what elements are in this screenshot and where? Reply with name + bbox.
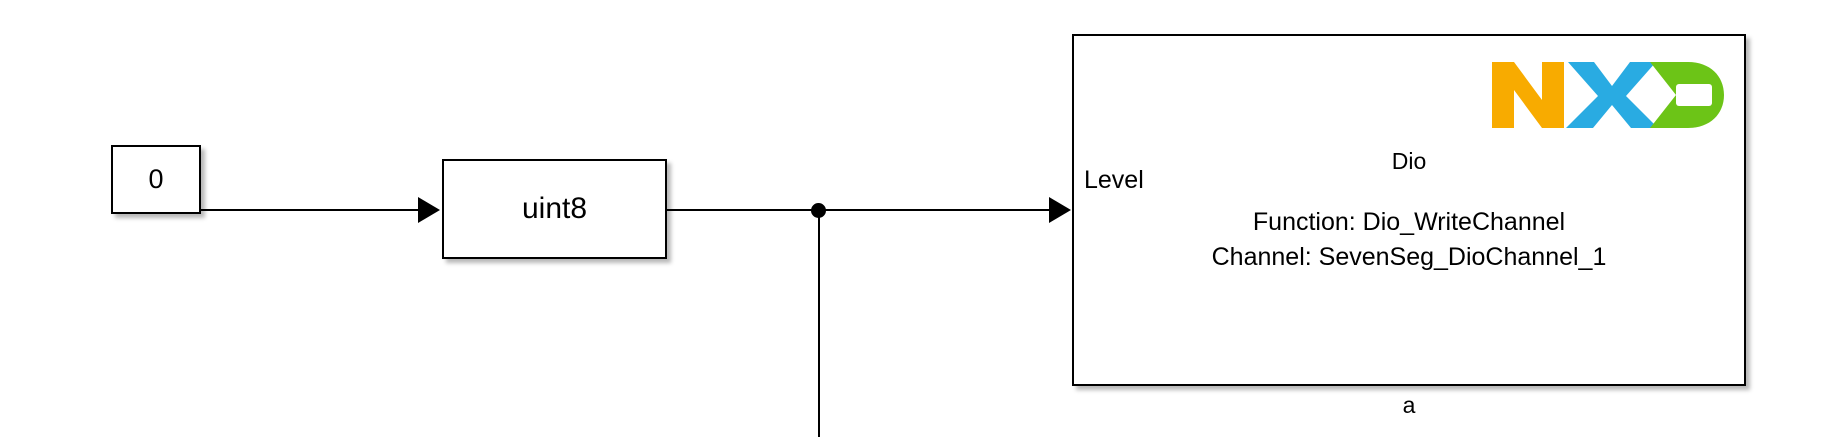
signal-line-junction-to-dio[interactable] (819, 209, 1050, 211)
arrowhead-into-conversion-block (418, 197, 440, 223)
arrowhead-into-dio-block (1049, 197, 1071, 223)
dio-block-title: Dio (1391, 148, 1427, 174)
dio-block-name-label: a (1402, 392, 1416, 418)
constant-block[interactable]: 0 (111, 145, 201, 214)
dio-block[interactable]: Dio Function: Dio_WriteChannel Channel: … (1072, 34, 1746, 386)
signal-branch-line-down[interactable] (818, 209, 820, 437)
data-type-conversion-block[interactable]: uint8 (442, 159, 667, 259)
constant-block-value: 0 (148, 163, 164, 194)
nxp-logo-icon (1492, 62, 1724, 128)
signal-line-constant-to-conversion[interactable] (201, 209, 419, 211)
signal-line-conversion-to-junction[interactable] (667, 209, 819, 211)
dio-block-function-text: Function: Dio_WriteChannel (1252, 208, 1566, 236)
dio-block-channel-text: Channel: SevenSeg_DioChannel_1 (1211, 243, 1607, 271)
data-type-conversion-label: uint8 (521, 191, 588, 225)
dio-block-port-label-level: Level (1084, 166, 1144, 194)
